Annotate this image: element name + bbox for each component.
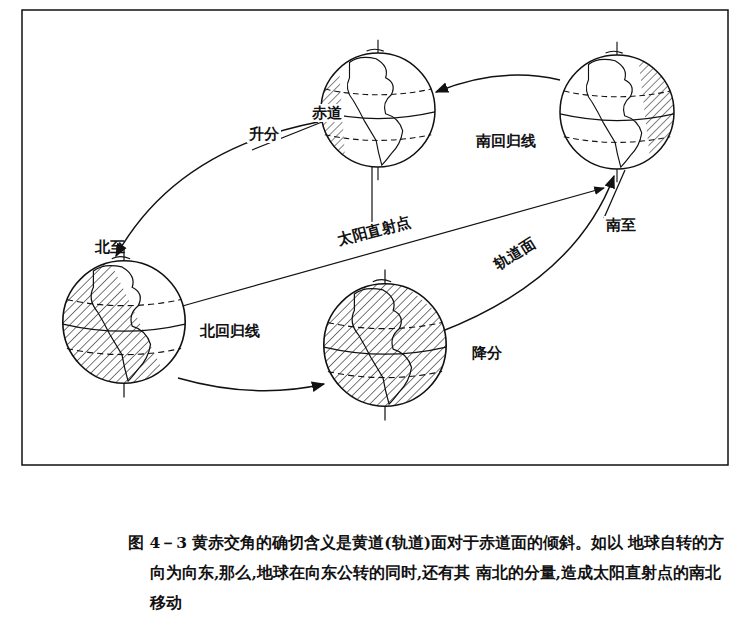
- globe-summer: [63, 247, 185, 398]
- figure-caption: 图 4－3 黄赤交角的确切含义是黄道(轨道)面对于赤道面的倾斜。如以 地球自转的…: [128, 528, 728, 618]
- frame: [22, 10, 728, 465]
- globe-winter: [560, 42, 674, 183]
- tropic-label: 北回归线: [198, 322, 262, 340]
- equinox-label: 降分: [470, 344, 504, 362]
- solstice-label: 南至: [604, 216, 638, 234]
- globe-autumn: [324, 270, 446, 421]
- orbit-plane-label: 轨道面: [489, 233, 540, 274]
- equator-label: 赤道: [310, 104, 344, 122]
- equinox-label: 升分: [247, 125, 281, 143]
- tropic-label: 南回归线: [474, 132, 538, 150]
- solstice-label: 北至: [95, 238, 125, 256]
